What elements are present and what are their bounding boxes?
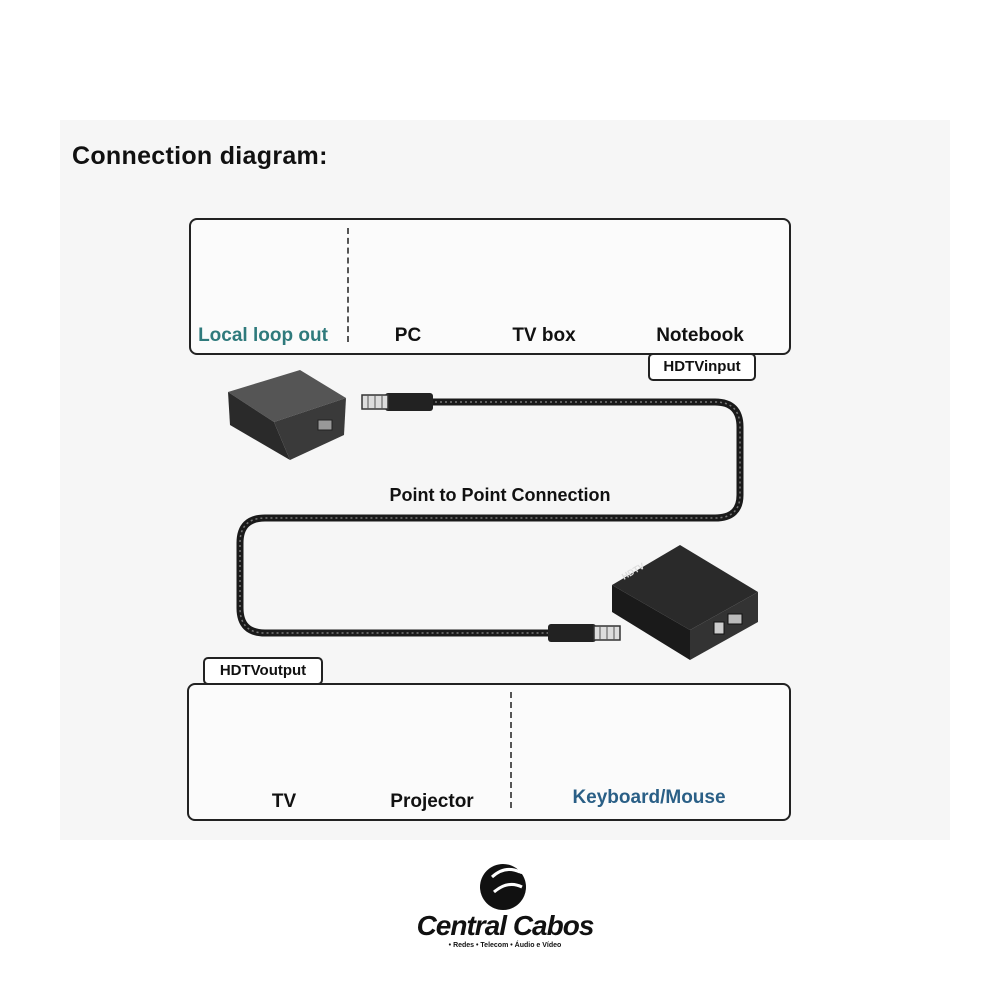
label-local-loop-out: Local loop out <box>198 325 328 346</box>
rj45-connector-bottom <box>548 624 621 642</box>
hdtv-output-tag: HDTVoutput <box>203 657 323 685</box>
panel-divider-top <box>347 228 349 342</box>
transmitter-box <box>228 370 346 460</box>
label-projector: Projector <box>390 791 474 812</box>
label-notebook: Notebook <box>656 325 744 346</box>
label-pc: PC <box>394 325 422 346</box>
brand-tagline: • Redes • Telecom • Áudio e Vídeo <box>448 942 562 949</box>
output-devices-panel <box>187 683 791 821</box>
panel-divider-bottom <box>510 692 512 808</box>
label-keyboard-mouse: Keyboard/Mouse <box>572 787 726 808</box>
brand-name: Central Cabos <box>416 910 595 941</box>
input-devices-panel <box>189 218 791 355</box>
rj45-connector-top <box>361 393 433 411</box>
hdtv-input-tag: HDTVinput <box>648 353 756 381</box>
receiver-box <box>612 545 758 660</box>
cable-highlight <box>239 401 741 634</box>
connection-label: Point to Point Connection <box>389 485 611 505</box>
label-tv-box: TV box <box>512 325 576 346</box>
label-tv: TV <box>271 791 297 812</box>
diagram-title: Connection diagram: <box>72 142 328 170</box>
brand-logo-icon <box>480 864 526 910</box>
